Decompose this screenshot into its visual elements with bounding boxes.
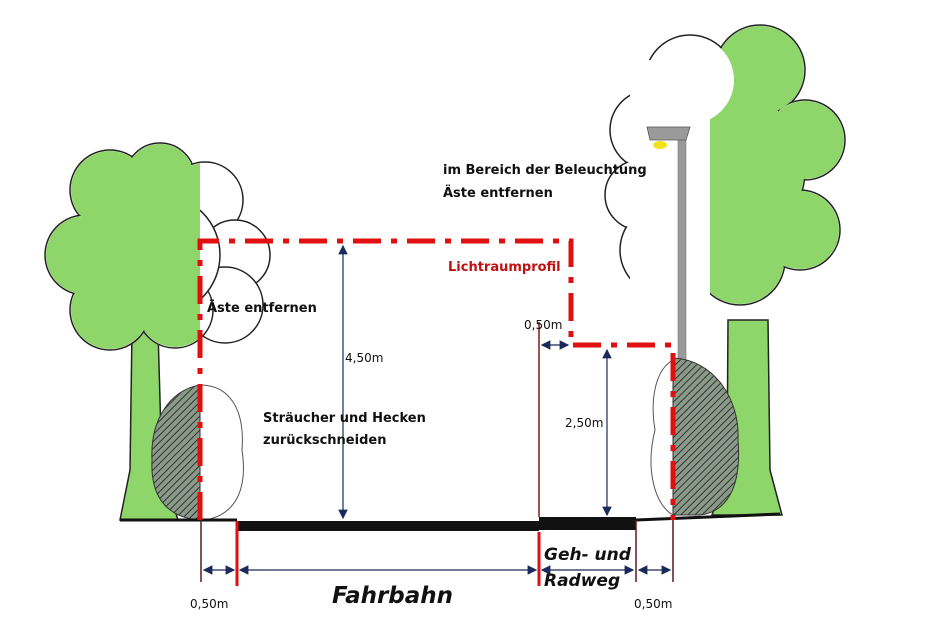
dimensions (202, 244, 672, 575)
right-bush (650, 357, 740, 516)
lamp-light (653, 141, 667, 149)
offset-left-label: 0,50m (190, 597, 228, 611)
road-surface (237, 521, 539, 531)
lighting-label-2: Äste entfernen (443, 185, 553, 201)
offset-top-label: 0,50m (524, 318, 562, 332)
left-bush (151, 384, 244, 521)
lighting-label-1: im Bereich der Beleuchtung (443, 163, 647, 178)
height-road-label: 4,50m (345, 351, 383, 365)
path-label-1: Geh- und (544, 545, 632, 565)
shrubs-label-1: Sträucher und Hecken (263, 411, 426, 426)
path-surface (539, 517, 636, 530)
clearance-profile (197, 238, 676, 520)
branches-left-label: Äste entfernen (207, 300, 317, 316)
road-label: Fahrbahn (332, 583, 453, 609)
shrubs-label-2: zurückschneiden (263, 433, 386, 448)
height-path-label: 2,50m (565, 416, 603, 430)
ground (120, 512, 781, 531)
offset-right-label: 0,50m (634, 597, 672, 611)
profile-label: Lichtraumprofil (448, 260, 561, 275)
right-tree (604, 24, 846, 516)
street-lamp (646, 126, 691, 361)
reference-lines (200, 322, 674, 586)
path-label-2: Radweg (544, 571, 620, 591)
left-tree (44, 142, 271, 521)
